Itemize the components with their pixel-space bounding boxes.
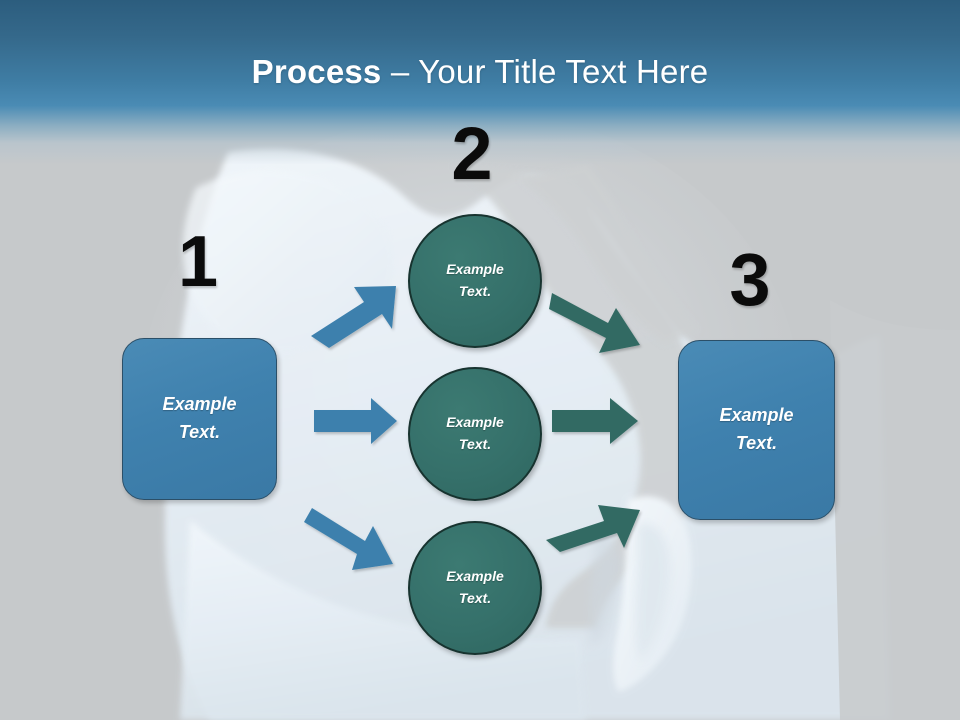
step-numeral-1: 1 [177, 222, 219, 302]
step-1-label-line1: Example [162, 394, 237, 415]
middle-node-top[interactable]: Example Text. [408, 214, 542, 348]
step-1-label: Example Text. [162, 391, 236, 447]
middle-node-top-label-line2: Text. [458, 283, 492, 299]
middle-node-center-label-line1: Example [446, 414, 504, 431]
step-3-label-line1: Example [719, 405, 794, 426]
middle-node-center-label: Example Text. [446, 412, 504, 455]
step-numeral-3: 3 [729, 238, 771, 321]
middle-node-bottom-label-line2: Text. [458, 590, 492, 606]
page-title-rest: – Your Title Text Here [381, 53, 709, 90]
step-numeral-2: 2 [451, 112, 493, 195]
step-3-box[interactable]: Example Text. [678, 340, 835, 520]
middle-node-center-label-line2: Text. [458, 436, 492, 452]
step-1-label-line2: Text. [178, 422, 221, 442]
page-title-bold: Process [251, 53, 382, 90]
step-1-box[interactable]: Example Text. [122, 338, 277, 500]
page-title: Process – Your Title Text Here [0, 52, 960, 92]
middle-node-bottom[interactable]: Example Text. [408, 521, 542, 655]
middle-node-bottom-label: Example Text. [446, 566, 504, 609]
step-3-label-line2: Text. [735, 433, 778, 453]
middle-node-top-label: Example Text. [446, 259, 504, 302]
step-3-label: Example Text. [719, 402, 793, 458]
middle-node-center[interactable]: Example Text. [408, 367, 542, 501]
middle-node-top-label-line1: Example [446, 261, 504, 278]
middle-node-bottom-label-line1: Example [446, 568, 504, 585]
